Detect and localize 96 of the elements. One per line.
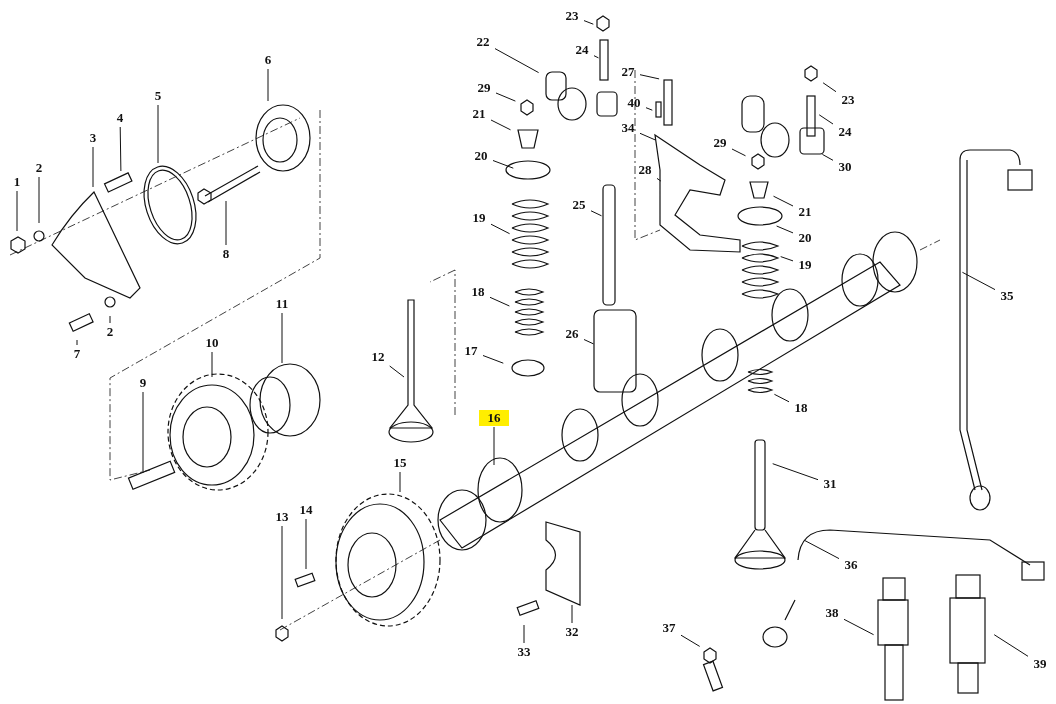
callout-number: 35 [996, 288, 1018, 304]
leader-line [656, 177, 662, 182]
leader-line [281, 312, 283, 364]
leader-line [680, 634, 701, 647]
callout-number: 9 [132, 375, 154, 391]
callout-number: 25 [568, 197, 590, 213]
leader-line [772, 463, 819, 481]
callout-number: 18 [790, 400, 812, 416]
leader-line [482, 355, 504, 364]
callout-number: 13 [271, 509, 293, 525]
callout-number: 19 [468, 210, 490, 226]
callout-number: 2 [28, 160, 50, 176]
callout-number: 28 [634, 162, 656, 178]
callout-number: 23 [837, 92, 859, 108]
callout-number: 20 [470, 148, 492, 164]
callout-number: 11 [271, 296, 293, 312]
callout-number: 34 [617, 120, 639, 136]
leader-line [523, 624, 525, 644]
leader-line [571, 604, 573, 624]
callout-number: 10 [201, 335, 223, 351]
leader-line [281, 525, 283, 620]
leader-line [38, 176, 40, 224]
callout-number: 2 [99, 324, 121, 340]
callout-number: 33 [513, 644, 535, 660]
leader-line [818, 114, 834, 125]
leader-line [843, 618, 875, 636]
callout-number: 4 [109, 110, 131, 126]
leader-line [142, 391, 144, 474]
leader-line [489, 296, 510, 307]
callout-number: 30 [834, 159, 856, 175]
leader-line [773, 393, 790, 403]
callout-number: 22 [472, 34, 494, 50]
callout-number: 40 [623, 95, 645, 111]
callout-number: 3 [82, 130, 104, 146]
leader-line [305, 518, 307, 570]
leader-line [490, 223, 511, 235]
callout-number: 19 [794, 257, 816, 273]
callout-number: 29 [709, 135, 731, 151]
leader-line [639, 132, 656, 141]
callout-number: 24 [834, 124, 856, 140]
callout-number: 38 [821, 605, 843, 621]
leader-line [399, 471, 401, 493]
callout-number: 12 [367, 349, 389, 365]
leader-line [583, 339, 594, 345]
leader-line [773, 195, 794, 207]
leader-line [821, 153, 834, 161]
callout-number: 24 [571, 42, 593, 58]
leader-line [389, 365, 405, 378]
callout-number: 16 [479, 410, 509, 426]
leader-line [583, 20, 594, 25]
leader-line [776, 225, 794, 234]
leader-line [993, 634, 1029, 657]
leader-line [492, 160, 514, 169]
callout-number: 36 [840, 557, 862, 573]
leader-line [119, 126, 122, 172]
callout-number: 31 [819, 476, 841, 492]
callout-number: 23 [561, 8, 583, 24]
callout-number: 39 [1029, 656, 1051, 672]
callout-number: 1 [6, 174, 28, 190]
callout-number: 21 [794, 204, 816, 220]
leader-line [76, 339, 78, 346]
callout-number: 7 [66, 346, 88, 362]
callout-number: 18 [467, 284, 489, 300]
callout-number: 32 [561, 624, 583, 640]
leader-line [495, 92, 516, 102]
leader-line [109, 315, 111, 324]
callout-number: 29 [473, 80, 495, 96]
callout-number: 5 [147, 88, 169, 104]
callout-number: 14 [295, 502, 317, 518]
leader-line [590, 210, 602, 217]
callout-number: 8 [215, 246, 237, 262]
callout-number: 17 [460, 343, 482, 359]
leader-line [593, 55, 599, 59]
leader-line [731, 148, 746, 157]
leader-line [780, 256, 794, 262]
leader-line [490, 119, 511, 131]
leader-line [92, 146, 94, 188]
leader-line [494, 48, 540, 74]
leader-line [157, 104, 159, 164]
leader-line [493, 426, 495, 466]
leader-line [645, 107, 653, 111]
leader-line [961, 271, 996, 291]
callout-number: 27 [617, 64, 639, 80]
leader-line [822, 82, 837, 93]
callout-number: 15 [389, 455, 411, 471]
leader-line [211, 351, 213, 378]
leader-line [267, 68, 269, 102]
leader-line [803, 539, 840, 560]
leader-line [16, 190, 18, 232]
callout-number: 21 [468, 106, 490, 122]
callout-number: 20 [794, 230, 816, 246]
leader-line [225, 200, 227, 246]
callout-number: 6 [257, 52, 279, 68]
callout-number: 37 [658, 620, 680, 636]
callout-number: 26 [561, 326, 583, 342]
leader-line [639, 74, 660, 80]
